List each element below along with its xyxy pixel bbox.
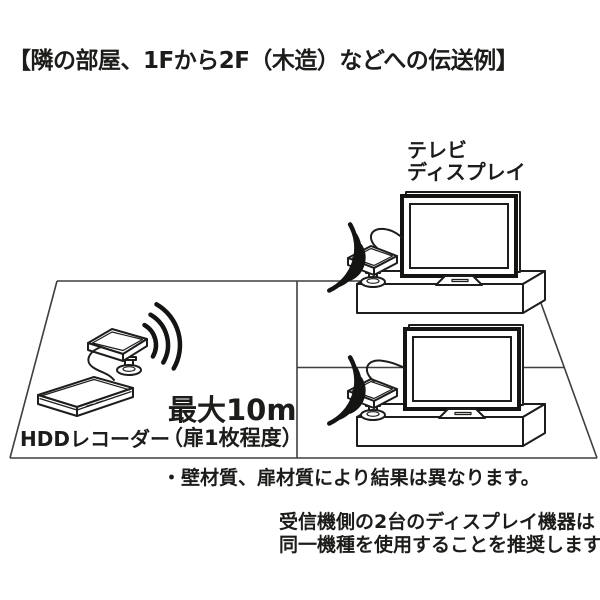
max-distance-condition: （扉1枚程度） [162, 426, 303, 450]
right-wall-slant [532, 280, 598, 459]
figure-title: 【隣の部屋、1Fから2F（木造）などへの伝送例】 [8, 48, 519, 74]
cable-receiver-to-tv-lower [365, 359, 406, 382]
tv-display-label: テレビ ディスプレイ [407, 139, 526, 183]
tv-display-lower-icon [403, 324, 524, 419]
left-wall-slant [9, 280, 58, 459]
recommendation-note: 受信機側の2台のディスプレイ機器は 同一機種を使用することを推奨します。 [279, 511, 600, 557]
tv-display-label-line2: ディスプレイ [407, 160, 526, 184]
cable-hdd-to-transmitter [87, 346, 115, 381]
wireless-waves-transmitter-icon [142, 302, 183, 371]
recommendation-line2: 同一機種を使用することを推奨します。 [279, 534, 600, 556]
tv-stand-upper [435, 275, 483, 286]
recommendation-line1: 受信機側の2台のディスプレイ機器は [279, 511, 595, 533]
tv-stand-lower [438, 408, 486, 419]
material-note: ・壁材質、扉材質により結果は異なります。 [162, 467, 540, 489]
hdd-recorder-icon [37, 376, 134, 417]
max-distance-value: 最大10m [168, 393, 297, 427]
tv-display-upper-icon [400, 191, 521, 286]
wireless-waves-receiver-upper-icon [327, 222, 366, 293]
transmitter-unit-icon [87, 328, 148, 376]
tv-display-label-line1: テレビ [407, 138, 467, 162]
max-distance-annotation: 最大10m （扉1枚程度） [162, 394, 303, 450]
hdd-recorder-label: HDDレコーダー [20, 427, 170, 451]
wireless-waves-receiver-lower-icon [327, 355, 366, 426]
cable-receiver-to-tv-upper [369, 227, 404, 249]
